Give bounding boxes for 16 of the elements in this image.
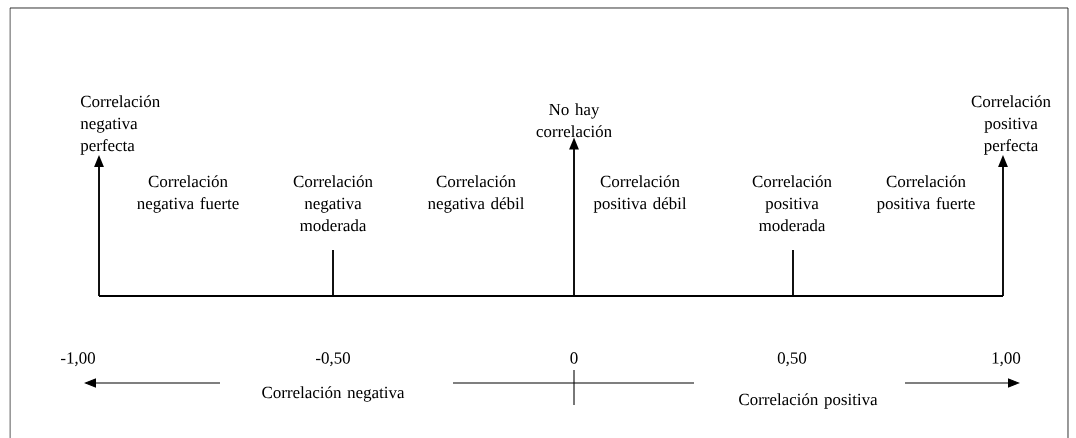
tick-value: 1,00: [992, 352, 1021, 367]
scale-range-label: Correlación negativa moderada: [293, 175, 373, 232]
direction-label: Correlación positiva: [739, 393, 878, 409]
scale-range-label: Correlación positiva moderada: [752, 175, 832, 232]
tick-value: 0: [570, 352, 578, 364]
direction-label: Correlación negativa: [262, 386, 405, 402]
tick-value: 0,50: [777, 352, 807, 367]
tick-value: -1,00: [61, 352, 95, 367]
scale-range-label: Correlación positiva débil: [593, 175, 687, 213]
scale-range-label: Correlación positiva fuerte: [876, 175, 975, 213]
scale-range-label: Correlación negativa débil: [427, 175, 525, 213]
scale-range-label: Correlación negativa fuerte: [137, 175, 239, 213]
tick-value: -0,50: [316, 352, 350, 367]
scale-end-label: Correlación positiva perfecta: [971, 95, 1051, 155]
scale-end-label: No hay correlación: [536, 103, 612, 138]
scale-end-label: Correlación negativa perfecta: [80, 95, 160, 155]
